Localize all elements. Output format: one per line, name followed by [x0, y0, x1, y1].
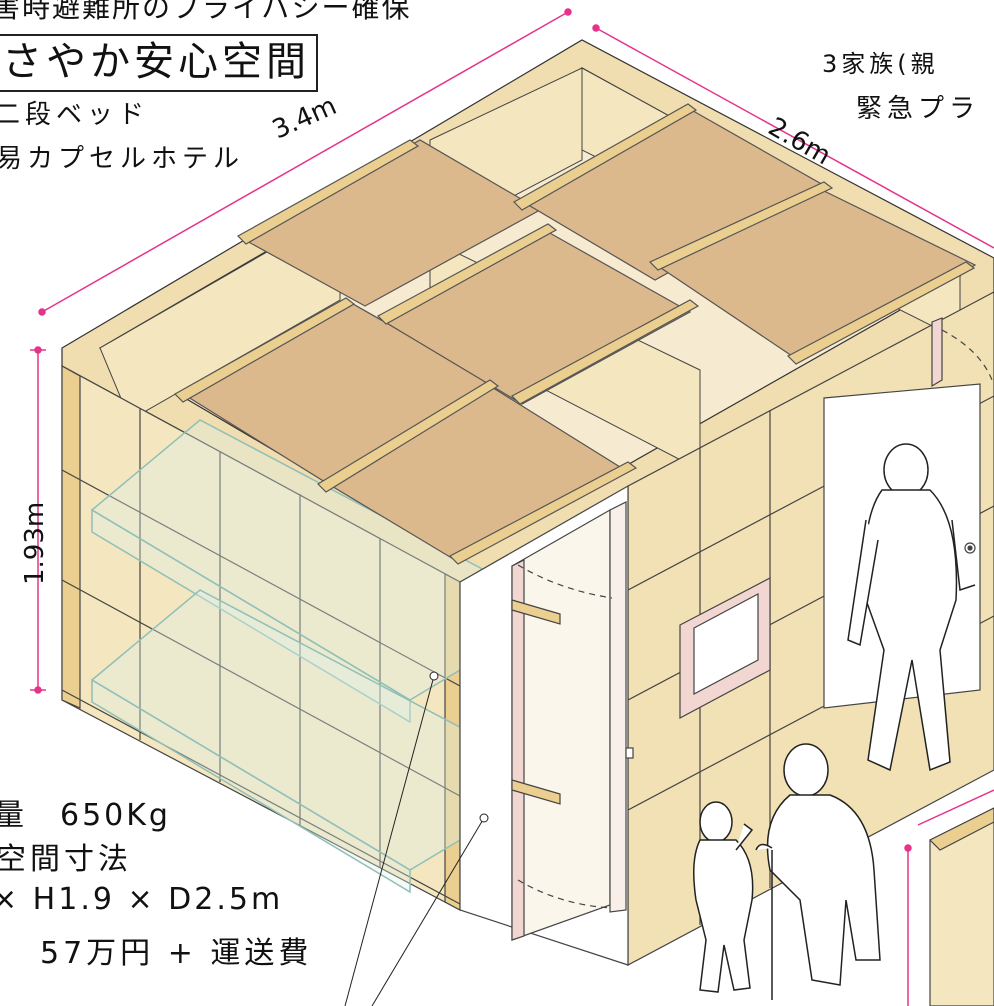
spec-dimensions: × H1.9 × D2.5m	[0, 882, 284, 917]
subtitle-capsule-hotel: 易カプセルホテル	[0, 144, 245, 174]
header-title: 害時避難所のプライバシー確保	[0, 0, 412, 24]
spec-price: 57万円 + 運送費	[40, 936, 313, 971]
front-door-opening	[459, 484, 634, 966]
woman-figure	[847, 443, 976, 772]
spec-weight: 量 650Kg	[0, 798, 171, 833]
roof-battens	[174, 103, 976, 565]
boxed-product-title: さやか安心空間	[0, 34, 318, 92]
leader-lines	[344, 671, 489, 1006]
front-left-wall	[61, 364, 461, 911]
family-note-line1: 3家族(親	[822, 50, 939, 78]
second-unit-corner	[928, 807, 994, 1006]
spec-space-label: 空間寸法	[0, 842, 132, 877]
bunk-bed-outline	[90, 419, 562, 894]
subtitle-bunk-bed: 二段ベッド	[0, 100, 150, 130]
family-note-line2: 緊急プラ	[856, 94, 981, 124]
height-dimension-label: 1.93m	[20, 501, 50, 585]
elder-figure	[755, 743, 881, 1000]
child-figure	[693, 801, 754, 993]
dimension-lines	[30, 8, 994, 1006]
